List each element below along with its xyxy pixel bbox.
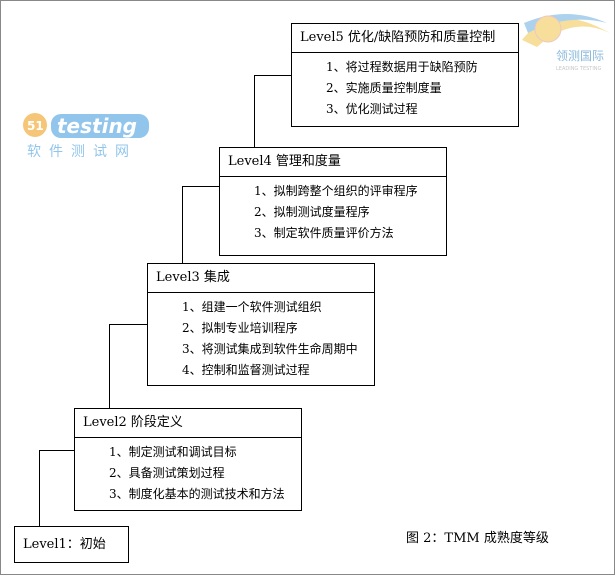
connector	[182, 186, 183, 263]
level3-item: 1、组建一个软件测试组织	[182, 300, 322, 314]
svg-text:testing: testing	[57, 114, 137, 138]
connector	[39, 450, 74, 451]
level2-title: Level2 阶段定义	[75, 409, 301, 438]
level5-box: Level5 优化/缺陷预防和质量控制 1、将过程数据用于缺陷预防 2、实施质量…	[291, 23, 519, 127]
level3-item: 2、拟制专业培训程序	[182, 321, 298, 335]
level1-box: Level1：初始	[14, 526, 129, 563]
svg-text:软件测试网: 软件测试网	[27, 144, 137, 160]
level2-item: 2、具备测试策划过程	[109, 466, 225, 480]
figure-caption: 图 2：TMM 成熟度等级	[406, 531, 549, 546]
level2-item: 3、制度化基本的测试技术和方法	[109, 487, 285, 501]
leading-testing-watermark-logo: 领测国际 LEADING TESTING	[522, 5, 612, 75]
level2-item: 1、制定测试和调试目标	[109, 445, 237, 459]
globe-logo-icon: 领测国际 LEADING TESTING	[522, 14, 610, 72]
svg-text:51: 51	[27, 119, 44, 133]
connector	[182, 186, 219, 187]
connector	[109, 324, 147, 325]
level5-item: 1、将过程数据用于缺陷预防	[326, 60, 478, 74]
level2-box: Level2 阶段定义 1、制定测试和调试目标 2、具备测试策划过程 3、制度化…	[74, 408, 302, 511]
connector	[109, 324, 110, 408]
svg-text:领测国际: 领测国际	[556, 49, 604, 63]
connector	[254, 75, 291, 76]
connector	[254, 75, 255, 147]
level4-item: 1、拟制跨整个组织的评审程序	[254, 184, 418, 198]
level4-item: 2、拟制测试度量程序	[254, 205, 370, 219]
level4-item: 3、制定软件质量评价方法	[254, 226, 394, 240]
level3-item: 3、将测试集成到软件生命周期中	[182, 342, 358, 356]
level3-title: Level3 集成	[148, 264, 374, 293]
level4-title: Level4 管理和度量	[220, 148, 446, 177]
51testing-watermark-logo: 51 testing 软件测试网	[21, 111, 156, 161]
level4-box: Level4 管理和度量 1、拟制跨整个组织的评审程序 2、拟制测试度量程序 3…	[219, 147, 447, 256]
level3-box: Level3 集成 1、组建一个软件测试组织 2、拟制专业培训程序 3、将测试集…	[147, 263, 375, 386]
connector	[39, 450, 40, 526]
svg-text:LEADING TESTING: LEADING TESTING	[556, 66, 602, 72]
level3-item: 4、控制和监督测试过程	[182, 363, 310, 377]
level5-title: Level5 优化/缺陷预防和质量控制	[292, 24, 518, 53]
level1-title: Level1：初始	[23, 537, 106, 552]
level5-item: 3、优化测试过程	[326, 102, 418, 116]
level5-item: 2、实施质量控制度量	[326, 81, 442, 95]
